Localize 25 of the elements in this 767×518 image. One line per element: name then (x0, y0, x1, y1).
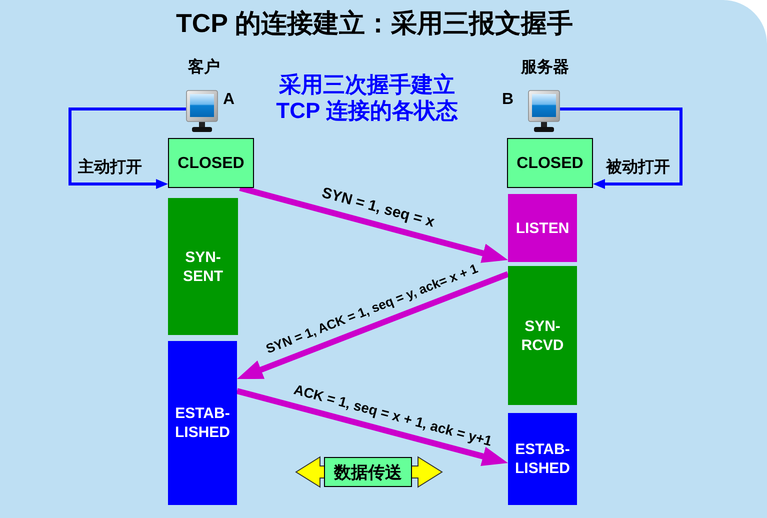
host-letter: A (223, 90, 235, 110)
edge-label: 主动打开 (78, 158, 142, 178)
state-box: CLOSED (507, 138, 593, 188)
edge-label: ACK = 1, seq = x + 1, ack = y+1 (292, 380, 494, 449)
edge-label: SYN = 1, ACK = 1, seq = y, ack= x + 1 (264, 261, 480, 358)
data-transfer-box: 数据传送 (324, 457, 412, 487)
arrow (237, 271, 510, 379)
state-box: SYN- SENT (168, 198, 238, 335)
state-box: LISTEN (508, 194, 577, 262)
edge-label: 被动打开 (606, 158, 670, 178)
computer-icon (186, 90, 218, 133)
host-caption: 客户 (188, 58, 220, 78)
note-text: 采用三次握手建立TCP 连接的各状态 (275, 72, 459, 124)
diagram-title: TCP 的连接建立：采用三报文握手 (176, 7, 573, 39)
arrow (560, 108, 682, 189)
state-box: ESTAB- LISHED (508, 413, 577, 505)
host-letter: B (502, 90, 514, 110)
state-box: SYN- RCVD (508, 266, 577, 405)
state-box: ESTAB- LISHED (168, 341, 237, 505)
arrow (68, 108, 186, 189)
host-caption: 服务器 (521, 58, 569, 78)
state-box: CLOSED (168, 138, 254, 188)
edge-label: SYN = 1, seq = x (320, 184, 436, 230)
computer-icon (528, 90, 560, 133)
arrow (236, 388, 508, 466)
